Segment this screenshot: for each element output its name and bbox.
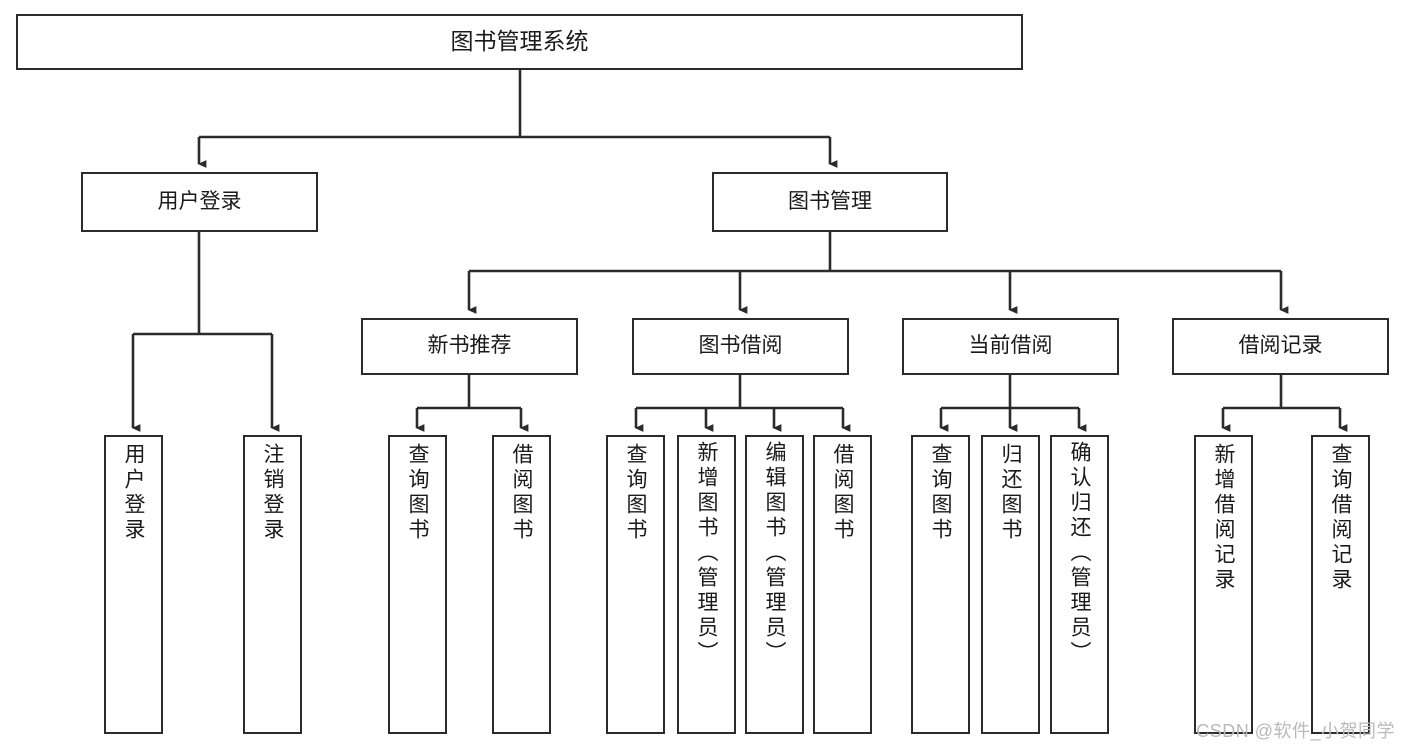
leaf-confirm-return-label: 确认归还（管理员） <box>1068 441 1091 666</box>
leaf-query-record[interactable]: 查询借阅记录 <box>1311 435 1370 734</box>
leaf-query-book-2-label: 查询图书 <box>624 443 647 543</box>
leaf-return-book-label: 归还图书 <box>999 443 1022 543</box>
leaf-confirm-return[interactable]: 确认归还（管理员） <box>1050 435 1109 734</box>
node-current-borrow-label: 当前借阅 <box>968 334 1053 358</box>
leaf-borrow-book-1[interactable]: 借阅图书 <box>492 435 551 734</box>
leaf-query-record-label: 查询借阅记录 <box>1329 443 1352 593</box>
node-borrow-record-label: 借阅记录 <box>1238 334 1323 358</box>
leaf-add-book[interactable]: 新增图书（管理员） <box>677 435 736 734</box>
node-book-borrow[interactable]: 图书借阅 <box>632 318 849 375</box>
leaf-query-book-2[interactable]: 查询图书 <box>606 435 665 734</box>
node-new-book-rec[interactable]: 新书推荐 <box>361 318 578 375</box>
leaf-query-book-1[interactable]: 查询图书 <box>388 435 447 734</box>
node-user-login-label: 用户登录 <box>157 189 242 213</box>
leaf-edit-book-label: 编辑图书（管理员） <box>763 441 786 666</box>
node-borrow-record[interactable]: 借阅记录 <box>1172 318 1389 375</box>
leaf-return-book[interactable]: 归还图书 <box>981 435 1040 734</box>
leaf-borrow-book-2-label: 借阅图书 <box>831 443 854 543</box>
leaf-query-book-3[interactable]: 查询图书 <box>911 435 970 734</box>
leaf-borrow-book-1-label: 借阅图书 <box>510 443 533 543</box>
leaf-add-record-label: 新增借阅记录 <box>1212 443 1235 593</box>
node-current-borrow[interactable]: 当前借阅 <box>902 318 1119 375</box>
node-book-borrow-label: 图书借阅 <box>698 334 783 358</box>
node-book-manage[interactable]: 图书管理 <box>712 172 948 232</box>
leaf-logout-label: 注销登录 <box>261 443 284 543</box>
leaf-add-record[interactable]: 新增借阅记录 <box>1194 435 1253 734</box>
node-root-label: 图书管理系统 <box>450 28 589 55</box>
node-root[interactable]: 图书管理系统 <box>16 14 1023 70</box>
leaf-edit-book[interactable]: 编辑图书（管理员） <box>745 435 804 734</box>
leaf-user-login[interactable]: 用户登录 <box>104 435 163 734</box>
leaf-query-book-1-label: 查询图书 <box>406 443 429 543</box>
node-book-manage-label: 图书管理 <box>788 189 872 213</box>
leaf-user-login-label: 用户登录 <box>122 443 145 543</box>
leaf-query-book-3-label: 查询图书 <box>929 443 952 543</box>
leaf-borrow-book-2[interactable]: 借阅图书 <box>813 435 872 734</box>
leaf-add-book-label: 新增图书（管理员） <box>695 441 718 666</box>
node-user-login[interactable]: 用户登录 <box>81 172 318 232</box>
node-new-book-rec-label: 新书推荐 <box>427 334 512 358</box>
leaf-logout[interactable]: 注销登录 <box>243 435 302 734</box>
